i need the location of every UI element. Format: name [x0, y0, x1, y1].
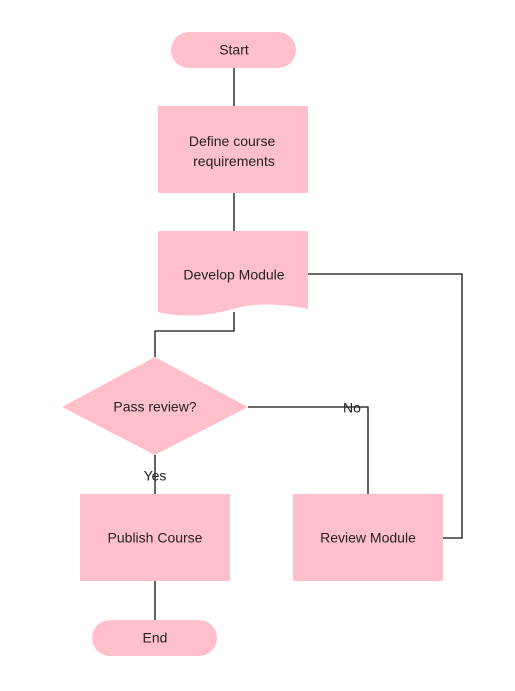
start-label: Start [219, 42, 249, 58]
start-node[interactable]: Start [171, 32, 296, 68]
define-requirements-label-line2: requirements [193, 153, 275, 169]
end-label: End [143, 630, 168, 646]
pass-review-decision-label: Pass review? [113, 399, 196, 415]
end-node[interactable]: End [92, 620, 217, 656]
review-module-node[interactable]: Review Module [293, 494, 443, 581]
edge-review-to-develop [308, 273, 463, 539]
define-requirements-label: Define course requirements [189, 133, 279, 169]
develop-module-node[interactable]: Develop Module [158, 231, 308, 316]
edge-decision-to-review [248, 406, 369, 494]
pass-review-decision-node[interactable]: Pass review? [62, 357, 248, 455]
review-module-shape [293, 494, 443, 581]
pass-review-decision-shape [62, 357, 248, 455]
define-requirements-shape [158, 106, 308, 193]
publish-course-node[interactable]: Publish Course [80, 494, 230, 581]
start-shape [171, 32, 296, 68]
edge-label-yes: Yes [144, 468, 167, 484]
edge-develop-to-decision [154, 312, 235, 357]
define-requirements-label-line1: Define course [189, 133, 276, 149]
edge-label-no: No [343, 400, 361, 416]
publish-course-shape [80, 494, 230, 581]
develop-module-label: Develop Module [183, 267, 284, 283]
connectors [154, 68, 463, 620]
develop-module-shape [158, 231, 308, 316]
publish-course-label: Publish Course [108, 530, 203, 546]
define-requirements-node[interactable]: Define course requirements [158, 106, 308, 193]
review-module-label: Review Module [320, 530, 416, 546]
end-shape [92, 620, 217, 656]
